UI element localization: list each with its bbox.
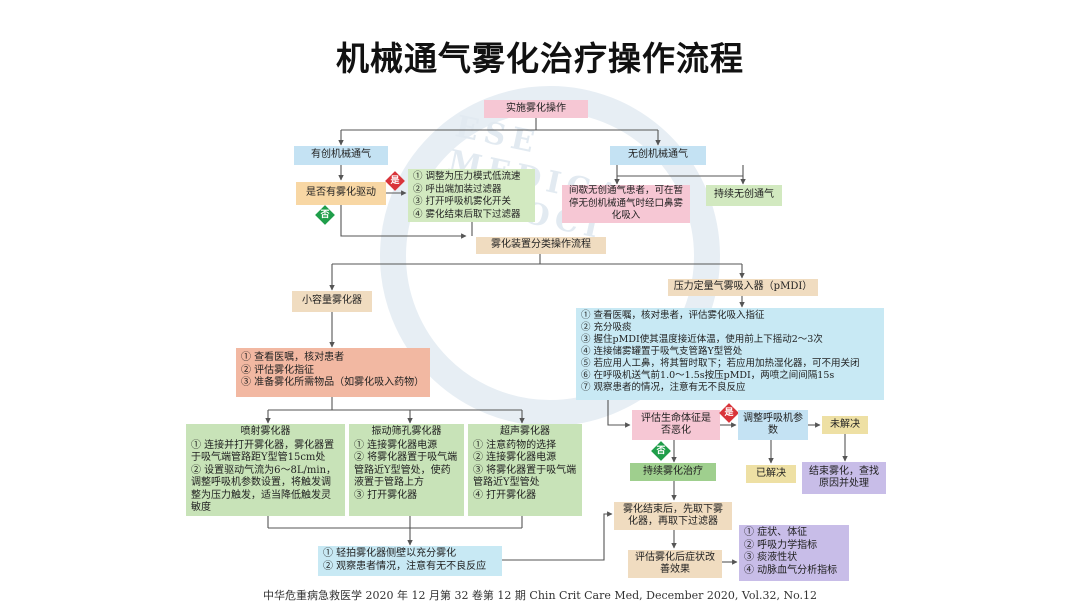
ultra-step: ③ 将雾化器置于吸气端管路近Y型管处 (473, 464, 577, 489)
after-step: ① 轻拍雾化器侧壁以充分雾化 (323, 548, 457, 559)
evaluate-effect-node: 评估雾化后症状改善效果 (628, 550, 722, 578)
pmdi-node: 压力定量气雾吸入器（pMDI） (668, 279, 818, 296)
eval-item: ② 呼吸力学指标 (744, 539, 818, 551)
small-volume-nebulizer-node: 小容量雾化器 (292, 291, 372, 312)
ultra-step: ① 注意药物的选择 (473, 439, 557, 451)
ultra-step: ② 连接雾化器电源 (473, 452, 557, 463)
jet-nebulizer-title: 喷射雾化器 (240, 426, 291, 437)
yes-badge-vitals: 是 (719, 403, 739, 423)
evaluation-items-box: ① 症状、体征 ② 呼吸力学指标 ③ 痰液性状 ④ 动脉血气分析指标 (739, 525, 849, 581)
conn-nonin-split (616, 165, 744, 177)
prep-step: ② 评估雾化指征 (241, 364, 315, 376)
conn-after-to-remove (502, 511, 613, 561)
vital-signs-question: 评估生命体征是否恶化 (632, 410, 720, 440)
intermittent-noninvasive-node: 间歇无创通气患者，可在暂停无创机械通气时经口鼻雾化吸入 (562, 185, 690, 223)
vib-step: ① 连接雾化器电源 (354, 439, 438, 451)
vibrating-mesh-title: 振动筛孔雾化器 (371, 426, 442, 437)
no-badge-drive: 否 (315, 205, 335, 225)
jet-step: ① 连接并打开雾化器，雾化器置于吸气端管路距Y型管15cm处 (191, 439, 335, 464)
start-node: 实施雾化操作 (484, 100, 588, 118)
drive-step: ② 呼出端加装过滤器 (413, 183, 502, 195)
resolved-node: 已解决 (746, 465, 796, 483)
after-step: ② 观察患者情况，注意有无不良反应 (323, 560, 487, 572)
pmdi-step: ① 查看医嘱，核对患者，评估雾化吸入指征 (581, 310, 765, 321)
small-prep-box: ① 查看医嘱，核对患者 ② 评估雾化指征 ③ 准备雾化所需物品（如雾化吸入药物） (236, 348, 430, 397)
prep-step: ③ 准备雾化所需物品（如雾化吸入药物） (241, 377, 425, 388)
journal-citation: 中华危重病急救医学 2020 年 12 月第 32 卷第 12 期 Chin C… (262, 589, 818, 602)
vib-step: ③ 打开雾化器 (354, 489, 418, 501)
continuous-noninvasive-node: 持续无创通气 (706, 185, 782, 206)
page-title: 机械通气雾化治疗操作流程 (336, 39, 744, 78)
ultrasonic-title: 超声雾化器 (500, 426, 550, 437)
eval-item: ③ 痰液性状 (744, 552, 798, 563)
drive-step: ① 调整为压力模式低流速 (413, 171, 521, 182)
unresolved-node: 未解决 (822, 416, 868, 434)
noninvasive-ventilation-node: 无创机械通气 (610, 146, 706, 165)
pmdi-steps-box: ① 查看医嘱，核对患者，评估雾化吸入指征 ② 充分吸痰 ③ 握住pMDI使其温度… (576, 308, 884, 400)
conn-three-merge (267, 516, 523, 529)
eval-item: ④ 动脉血气分析指标 (744, 564, 838, 576)
drive-steps-box: ① 调整为压力模式低流速 ② 呼出端加装过滤器 ③ 打开呼吸机雾化开关 ④ 雾化… (408, 169, 535, 222)
pmdi-step: ② 充分吸痰 (581, 322, 632, 333)
device-flow-node: 雾化装置分类操作流程 (476, 237, 606, 254)
pmdi-step: ④ 连接储雾罐置于吸气支管路Y型管处 (581, 346, 743, 357)
drive-step: ④ 雾化结束后取下过滤器 (413, 208, 521, 220)
jet-nebulizer-box: 喷射雾化器 ① 连接并打开雾化器，雾化器置于吸气端管路距Y型管15cm处 ② 设… (186, 424, 345, 516)
jet-step: ② 设置驱动气流为6～8L/min，调整呼吸机参数设置，将触发调整为压力触发，适… (191, 464, 337, 514)
ultra-step: ④ 打开雾化器 (473, 489, 537, 501)
vib-step: ② 将雾化器置于吸气端管路近Y型管处，使药液置于管路上方 (354, 452, 458, 488)
drive-step: ③ 打开呼吸机雾化开关 (413, 196, 512, 207)
pmdi-step: ③ 握住pMDI使其温度接近体温，使用前上下摇动2～3次 (581, 334, 823, 345)
conn-pmdi-to-vitals (607, 400, 631, 428)
pmdi-step: ⑤ 若应用人工鼻，将其暂时取下；若应用加热湿化器，可不用关闭 (581, 358, 860, 369)
pmdi-step: ⑥ 在呼吸机送气前1.0～1.5s按压pMDI，两喷之间间隔15s (581, 370, 835, 381)
vibrating-mesh-nebulizer-box: 振动筛孔雾化器 ① 连接雾化器电源 ② 将雾化器置于吸气端管路近Y型管处，使药液… (349, 424, 464, 516)
adjust-ventilator-node: 调整呼吸机参数 (738, 410, 808, 440)
invasive-ventilation-node: 有创机械通气 (294, 146, 388, 165)
nebulization-drive-question: 是否有雾化驱动 (296, 182, 386, 205)
after-small-neb-box: ① 轻拍雾化器侧壁以充分雾化 ② 观察患者情况，注意有无不良反应 (318, 546, 502, 576)
eval-item: ① 症状、体征 (744, 527, 808, 538)
continue-nebulization-node: 持续雾化治疗 (630, 463, 716, 481)
prep-step: ① 查看医嘱，核对患者 (241, 352, 345, 363)
ultrasonic-nebulizer-box: 超声雾化器 ① 注意药物的选择 ② 连接雾化器电源 ③ 将雾化器置于吸气端管路近… (468, 424, 582, 516)
yes-badge-drive: 是 (385, 171, 405, 191)
no-badge-vitals: 否 (651, 441, 671, 461)
remove-filter-node: 雾化结束后，先取下雾化器，再取下过滤器 (614, 502, 732, 530)
end-nebulization-node: 结束雾化，查找原因并处理 (802, 462, 886, 494)
conn-question-no (340, 205, 467, 239)
pmdi-step: ⑦ 观察患者的情况，注意有无不良反应 (581, 382, 746, 393)
